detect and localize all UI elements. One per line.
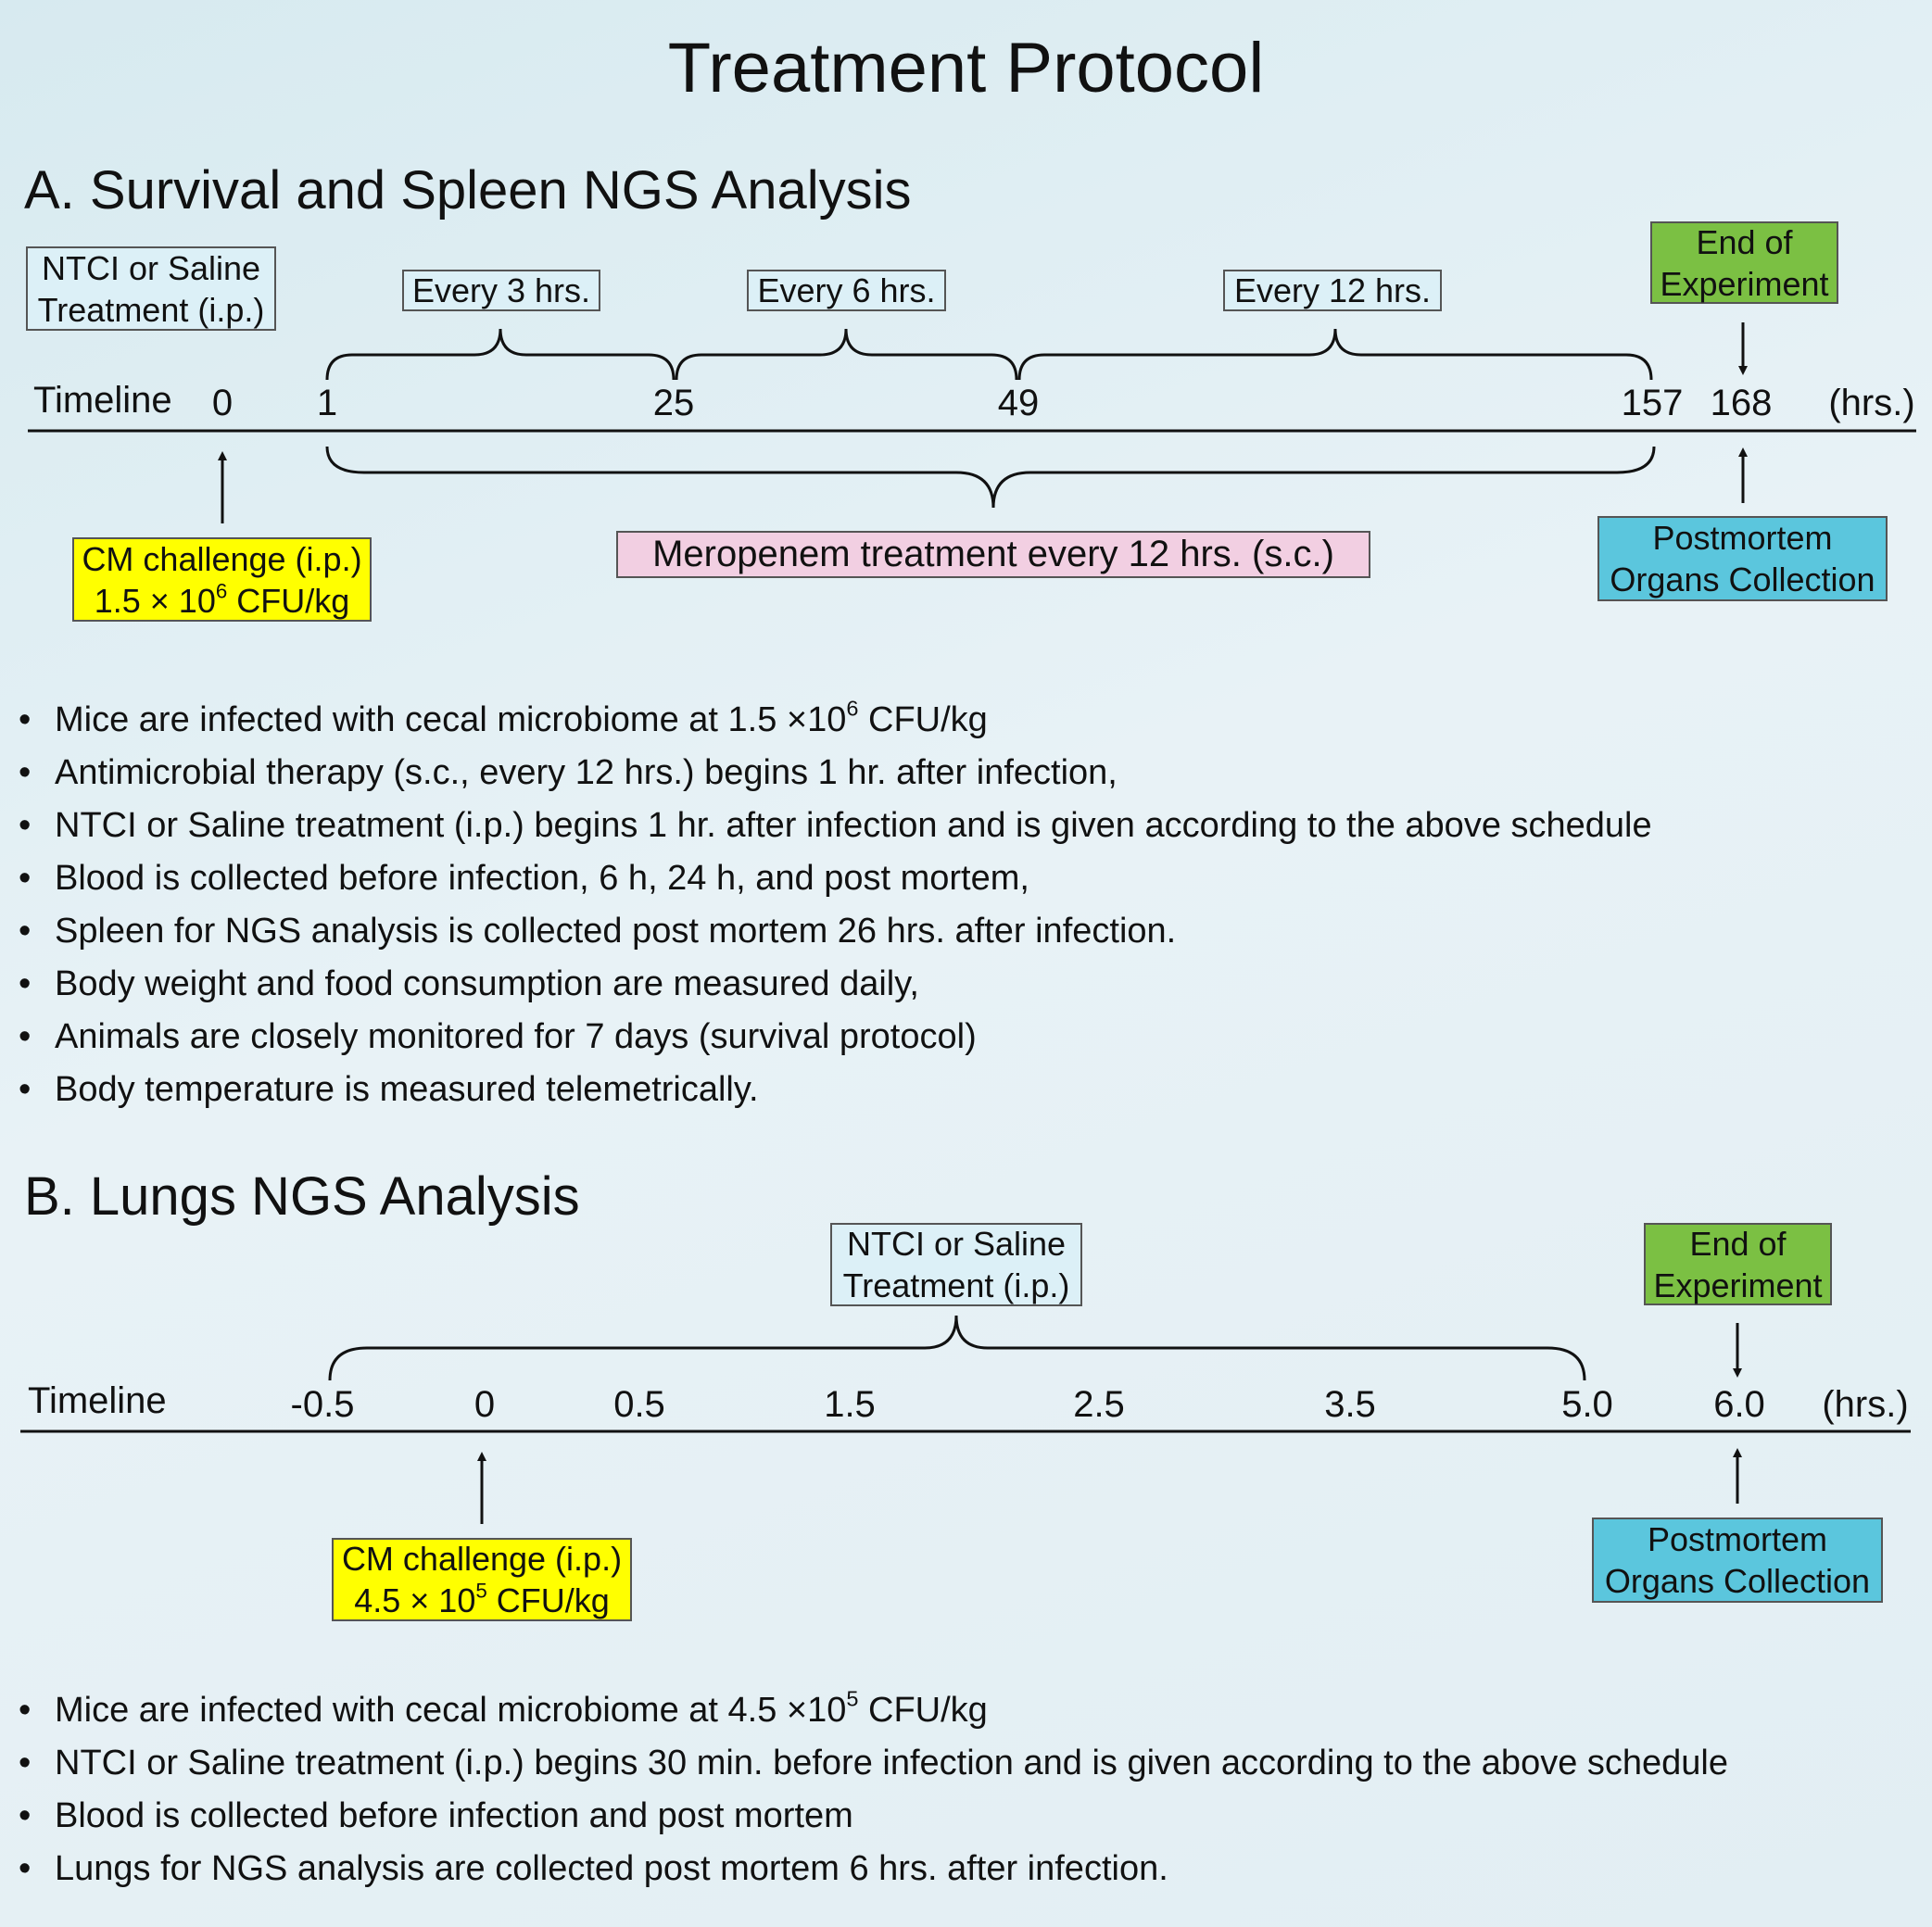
- bullet-item: NTCI or Saline treatment (i.p.) begins 3…: [19, 1737, 1728, 1790]
- end-box-a-line1: End of: [1696, 222, 1793, 261]
- interval-every-12: Every 12 hrs.: [1223, 270, 1442, 311]
- challenge-box-b-dose: 4.5 × 105 CFU/kg: [354, 1579, 610, 1619]
- end-of-experiment-b: End of Experiment: [1644, 1223, 1832, 1305]
- tick-b-35: 3.5: [1324, 1384, 1376, 1425]
- brace-every-12: [1017, 328, 1653, 381]
- page-title: Treatment Protocol: [667, 29, 1265, 107]
- timeline-b-label: Timeline: [28, 1380, 167, 1421]
- treatment-box-b: NTCI or Saline Treatment (i.p.): [830, 1223, 1082, 1306]
- treatment-box-a-line2: Treatment (i.p.): [37, 290, 265, 329]
- tick-a-unit: (hrs.): [1828, 383, 1915, 423]
- bullet-item: Blood is collected before infection and …: [19, 1790, 1728, 1843]
- postmortem-box-b-line2: Organs Collection: [1604, 1562, 1871, 1600]
- tick-b-05: 0.5: [613, 1384, 665, 1425]
- challenge-box-a-line1: CM challenge (i.p.): [82, 539, 362, 578]
- tick-b-15: 1.5: [824, 1384, 876, 1425]
- bullet-item: NTCI or Saline treatment (i.p.) begins 1…: [19, 800, 1652, 852]
- section-a-heading: A. Survival and Spleen NGS Analysis: [24, 160, 912, 220]
- treatment-box-a-line1: NTCI or Saline: [41, 248, 261, 287]
- tick-b-25: 2.5: [1073, 1384, 1125, 1425]
- meropenem-box: Meropenem treatment every 12 hrs. (s.c.): [616, 531, 1370, 578]
- brace-every-3: [325, 328, 676, 381]
- tick-b-0: 0: [474, 1384, 496, 1425]
- bullet-item: Body temperature is measured telemetrica…: [19, 1064, 1652, 1116]
- end-of-experiment-a: End of Experiment: [1650, 221, 1838, 304]
- end-box-b-line2: Experiment: [1653, 1266, 1823, 1304]
- brace-every-6: [675, 328, 1018, 381]
- tick-a-0: 0: [211, 383, 234, 423]
- bullet-item: Lungs for NGS analysis are collected pos…: [19, 1843, 1728, 1896]
- challenge-box-a: CM challenge (i.p.) 1.5 × 106 CFU/kg: [72, 537, 372, 622]
- bullet-item: Mice are infected with cecal microbiome …: [19, 1684, 1728, 1737]
- tick-b-60: 6.0: [1713, 1384, 1765, 1425]
- tick-a-25: 25: [652, 383, 695, 423]
- postmortem-box-a-line1: Postmortem: [1652, 519, 1833, 557]
- bullet-item: Spleen for NGS analysis is collected pos…: [19, 905, 1652, 958]
- tick-a-1: 1: [316, 383, 338, 423]
- tick-a-49: 49: [997, 383, 1040, 423]
- brace-treatment-b: [328, 1315, 1586, 1381]
- bullet-item: Blood is collected before infection, 6 h…: [19, 852, 1652, 905]
- bullet-item: Animals are closely monitored for 7 days…: [19, 1011, 1652, 1064]
- end-box-b-line1: End of: [1689, 1224, 1787, 1263]
- brace-meropenem: [325, 446, 1656, 509]
- section-a-bullets: Mice are infected with cecal microbiome …: [19, 694, 1652, 1116]
- tick-b-unit: (hrs.): [1822, 1384, 1909, 1425]
- challenge-box-a-dose: 1.5 × 106 CFU/kg: [94, 578, 350, 620]
- timeline-a-label: Timeline: [33, 380, 172, 421]
- bullet-item: Body weight and food consumption are mea…: [19, 958, 1652, 1011]
- interval-every-6: Every 6 hrs.: [747, 270, 946, 311]
- interval-every-3: Every 3 hrs.: [402, 270, 600, 311]
- challenge-box-b: CM challenge (i.p.) 4.5 × 105 CFU/kg: [332, 1538, 632, 1621]
- tick-b-50: 5.0: [1561, 1384, 1613, 1425]
- treatment-box-b-line1: NTCI or Saline: [846, 1225, 1067, 1263]
- end-box-a-line2: Experiment: [1660, 264, 1829, 303]
- postmortem-box-a-line2: Organs Collection: [1610, 560, 1875, 598]
- tick-a-168: 168: [1710, 383, 1773, 423]
- bullet-item: Mice are infected with cecal microbiome …: [19, 694, 1652, 747]
- tick-a-157: 157: [1621, 383, 1684, 423]
- tick-b-neg05: -0.5: [290, 1384, 355, 1425]
- section-b-heading: B. Lungs NGS Analysis: [24, 1166, 580, 1227]
- section-b-bullets: Mice are infected with cecal microbiome …: [19, 1684, 1728, 1896]
- bullet-item: Antimicrobial therapy (s.c., every 12 hr…: [19, 747, 1652, 800]
- postmortem-box-b-line1: Postmortem: [1647, 1520, 1828, 1558]
- postmortem-box-a: Postmortem Organs Collection: [1597, 516, 1888, 601]
- treatment-box-a: NTCI or Saline Treatment (i.p.): [26, 246, 276, 331]
- treatment-box-b-line2: Treatment (i.p.): [842, 1266, 1070, 1304]
- challenge-box-b-line1: CM challenge (i.p.): [341, 1540, 623, 1578]
- postmortem-box-b: Postmortem Organs Collection: [1592, 1518, 1883, 1603]
